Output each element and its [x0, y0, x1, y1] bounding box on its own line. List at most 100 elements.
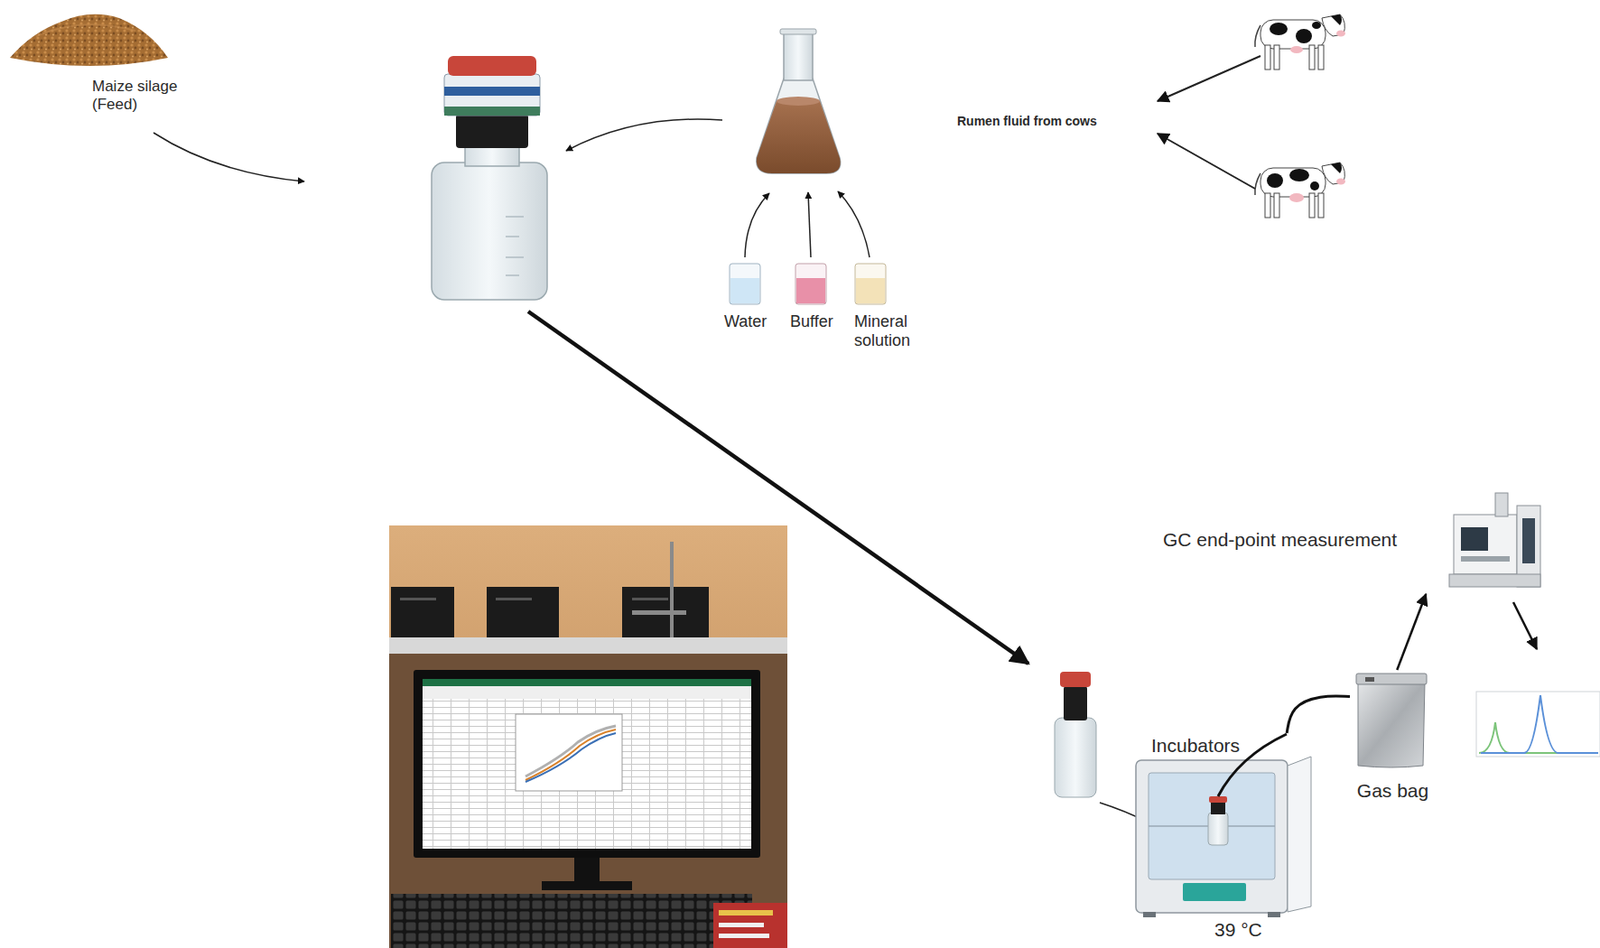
- cow: [1265, 45, 1271, 70]
- lab-photo: [422, 686, 752, 699]
- label-text: Gas bag: [1357, 780, 1429, 802]
- gas-bag: [1356, 673, 1427, 685]
- incubator: [1143, 911, 1156, 918]
- lab-photo: [389, 525, 788, 948]
- reagent-label: Mineral solution: [852, 310, 932, 352]
- cow: [1336, 30, 1346, 38]
- cow: [1330, 14, 1342, 26]
- lab-photo: [515, 714, 623, 791]
- gc-instrument: [1460, 556, 1510, 562]
- mineral-beaker: [855, 278, 885, 304]
- incubator: [1182, 883, 1247, 902]
- flow-arrow: [1396, 594, 1426, 670]
- bottle: [431, 162, 548, 300]
- buffer-beaker: [796, 278, 826, 304]
- bottle: [447, 55, 537, 76]
- cow: [1336, 178, 1346, 186]
- label-text: Maize silage (Feed): [92, 77, 199, 113]
- flow-arrow: [744, 193, 770, 258]
- bottle: [1054, 671, 1097, 798]
- lab-photo: [718, 910, 773, 916]
- label-text: 39 °C: [1214, 919, 1317, 941]
- cow: [1309, 193, 1315, 218]
- chromatogram: [1479, 722, 1599, 754]
- bottle: [1063, 686, 1088, 721]
- buffer-beaker: [795, 263, 827, 305]
- water-beaker: [729, 263, 761, 305]
- gc-instrument: [1460, 527, 1489, 551]
- label-text: Water: [724, 312, 767, 332]
- lab-photo: [400, 597, 437, 601]
- source-label: Rumen fluid from cows: [955, 111, 1099, 131]
- label-text: Rumen fluid from cows: [957, 113, 1098, 129]
- incubator: [1209, 796, 1228, 803]
- gc-instrument: [1453, 514, 1517, 575]
- gc-instrument: [1449, 574, 1541, 587]
- bottle: [1054, 717, 1097, 798]
- reagent-label: Buffer: [788, 310, 836, 334]
- cow: [1265, 193, 1271, 218]
- flask: [776, 96, 820, 106]
- cow: [1274, 193, 1280, 218]
- flow-arrow: [1513, 602, 1537, 650]
- lab-photo: [422, 679, 752, 849]
- flow-arrow: [566, 119, 723, 151]
- reagent-label: Water: [722, 310, 769, 334]
- cow: [1311, 21, 1321, 29]
- chromatogram: [1476, 691, 1600, 757]
- lab-photo: [390, 893, 753, 948]
- label-text: Incubators: [1151, 734, 1317, 757]
- cow: [1274, 45, 1280, 70]
- incubator: [1208, 812, 1228, 846]
- lab-photo: [713, 902, 788, 948]
- gas-bag: [1358, 682, 1425, 768]
- cow: [1321, 14, 1345, 37]
- gc-instrument: [1522, 518, 1535, 564]
- label-text: Buffer: [790, 312, 834, 332]
- cow: [1255, 173, 1261, 196]
- lab-photo: [632, 610, 687, 615]
- flow-arrow: [153, 132, 305, 182]
- cow: [1255, 25, 1261, 47]
- gc-node: GC end-point measurement: [1161, 487, 1545, 595]
- incubator: [1210, 801, 1226, 815]
- bottle: [444, 106, 540, 116]
- flow-arrow: [1157, 55, 1261, 102]
- lab-photo: [390, 586, 455, 638]
- incubator-node: Incubators 39 °C: [1133, 733, 1319, 943]
- feed-pile: [36, 24, 136, 37]
- water-beaker: [729, 263, 761, 305]
- flow-arrow: [837, 191, 870, 258]
- cow: [1266, 173, 1284, 188]
- lab-photo: [632, 597, 669, 601]
- lab-photo: [422, 679, 752, 687]
- gas-tube: [1286, 696, 1350, 734]
- chromatogram: [1476, 691, 1600, 757]
- lab-photo: [718, 922, 764, 928]
- cow: [1255, 162, 1346, 218]
- flask: [783, 30, 813, 81]
- lab-photo: [486, 586, 559, 638]
- label-text: GC end-point measurement: [1162, 529, 1544, 551]
- lab-photo: [718, 933, 770, 939]
- flask: [756, 78, 841, 174]
- cow: [1260, 19, 1326, 49]
- bottle: [455, 113, 529, 149]
- cow: [1309, 45, 1315, 70]
- incubator: [1148, 772, 1275, 880]
- flow-arrow: [808, 192, 811, 258]
- cow: [1295, 28, 1312, 44]
- lab-photo: [389, 525, 788, 948]
- bottle: [444, 74, 540, 116]
- cow: [1310, 181, 1320, 191]
- lab-photo: [495, 597, 532, 601]
- bottle: [505, 216, 524, 276]
- label-text: Mineral solution: [854, 312, 931, 350]
- incubator: [1135, 756, 1312, 918]
- lab-photo: [389, 637, 788, 654]
- mineral-beaker: [855, 263, 886, 305]
- water-beaker: [730, 278, 760, 304]
- gas-bag-node: Gas bag: [1349, 669, 1436, 804]
